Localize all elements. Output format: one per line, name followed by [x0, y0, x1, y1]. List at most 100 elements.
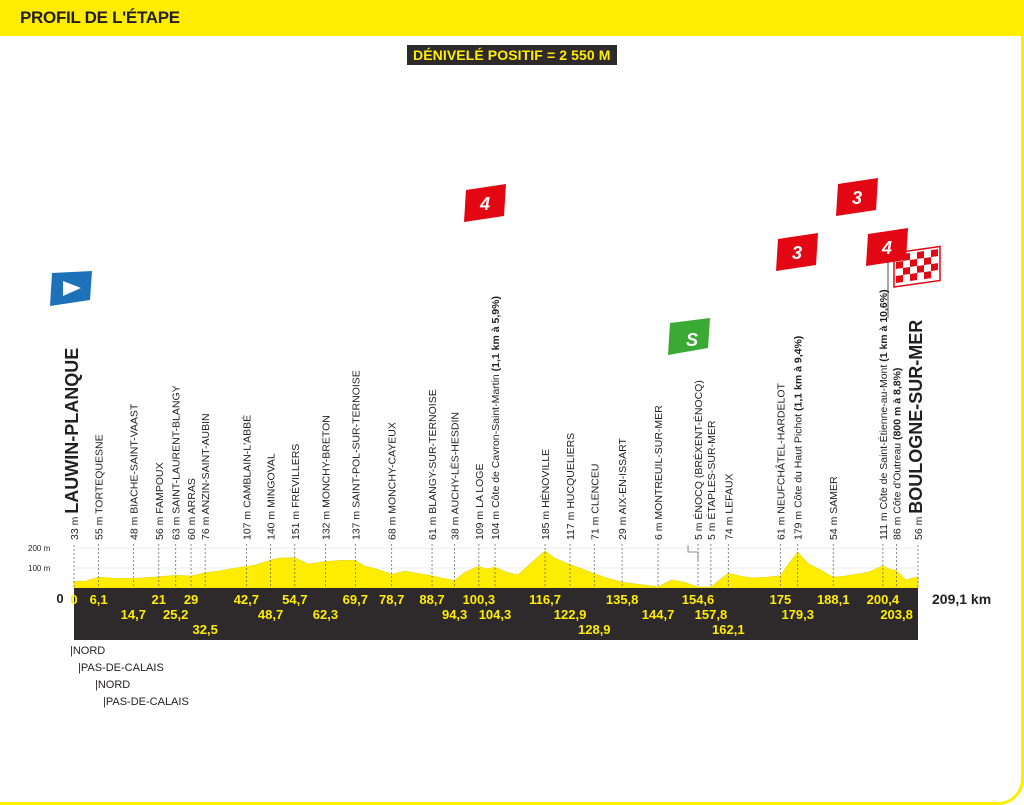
- climb-category-label: 3: [792, 243, 802, 263]
- km-label: 179,3: [781, 607, 814, 622]
- place-name: 86 m Côte d'Outreau: [892, 443, 904, 540]
- place-label: 107 m CAMBLAIN-L'ABBÉ: [240, 415, 253, 540]
- km-label: 42,7: [234, 592, 259, 607]
- place-name: 117 m HUCQUELIERS: [565, 433, 577, 540]
- km-label: 78,7: [379, 592, 404, 607]
- place-label: 179 m Côte du Haut Pichot (1,1 km à 9,4%…: [793, 336, 805, 540]
- km-label: 154,6: [682, 592, 715, 607]
- km-label: 203,8: [880, 607, 913, 622]
- place-name: 71 m CLENCEU: [589, 464, 601, 540]
- checker-square: [931, 256, 938, 265]
- climb-category-label: 4: [881, 238, 892, 258]
- km-label: 14,7: [121, 607, 146, 622]
- place-name: 61 m BLANGY-SUR-TERNOISE: [427, 389, 439, 540]
- place-label: 68 m MONCHY-CAYEUX: [387, 422, 399, 540]
- elevation-profile-area: [73, 550, 919, 589]
- km-label: 104,3: [479, 607, 512, 622]
- place-name: 109 m LA LOGE: [474, 464, 486, 540]
- place-label: 54 m SAMER: [828, 476, 840, 540]
- town-altitude: 33 m: [69, 514, 81, 540]
- place-name: 74 m LEFAUX: [723, 473, 735, 540]
- km-label: 62,3: [313, 607, 338, 622]
- checker-square: [931, 270, 938, 279]
- place-label: 71 m CLENCEU: [589, 464, 601, 540]
- place-label: 55 m TORTEQUESNE: [94, 434, 106, 540]
- place-label: 109 m LA LOGE: [474, 464, 486, 540]
- place-label: 29 m AIX-EN-ISSART: [617, 437, 629, 540]
- place-name: 38 m AUCHY-LÈS-HESDIN: [449, 412, 462, 540]
- elevation-gain-badge: DÉNIVELÉ POSITIF = 2 550 M: [407, 45, 617, 65]
- km-label: 116,7: [529, 592, 561, 607]
- place-name: 63 m SAINT-LAURENT-BLANGY: [171, 385, 183, 540]
- region-label-nord-1: |NORD: [70, 645, 106, 657]
- checker-square: [917, 265, 924, 274]
- climb-category-label: 4: [479, 194, 490, 214]
- place-label: 56 m FAMPOUX: [154, 462, 166, 540]
- km-label: 6,1: [90, 592, 108, 607]
- place-label: 61 m BLANGY-SUR-TERNOISE: [427, 389, 439, 540]
- place-label: 137 m SAINT-POL-SUR-TERNOISE: [350, 370, 362, 540]
- checker-square: [917, 251, 924, 260]
- place-label: 86 m Côte d'Outreau (800 m à 8,8%): [892, 368, 904, 540]
- checker-square: [924, 264, 931, 273]
- place-name: 111 m Côte de Saint-Étienne-au-Mont: [877, 365, 890, 540]
- place-label: 140 m MINGOVAL: [266, 453, 278, 540]
- checker-square: [924, 271, 931, 280]
- place-name: 60 m ARRAS: [186, 478, 198, 540]
- start-arrow-icon: [63, 281, 81, 296]
- checker-square: [931, 263, 938, 272]
- place-label: 185 m HÉNOVILLE: [539, 449, 552, 540]
- y-tick-label: 100 m: [28, 564, 51, 573]
- checker-square: [910, 266, 917, 275]
- place-name: 107 m CAMBLAIN-L'ABBÉ: [240, 415, 253, 540]
- km-label: 94,3: [442, 607, 467, 622]
- climb-cat-3-icon: [836, 178, 878, 216]
- checker-square: [896, 261, 903, 269]
- climb-detail: (800 m à 8,8%): [892, 368, 904, 443]
- km-label: 188,1: [817, 592, 850, 607]
- place-label: 60 m ARRAS: [186, 478, 198, 540]
- finish-flag-border: [893, 245, 941, 288]
- climb-category-label: 3: [852, 188, 862, 208]
- place-label: 111 m Côte de Saint-Étienne-au-Mont (1 k…: [877, 289, 890, 540]
- place-label: 48 m BIACHE-SAINT-VAAST: [128, 403, 140, 540]
- checker-square: [931, 249, 938, 258]
- place-name: 55 m TORTEQUESNE: [94, 434, 106, 540]
- place-name: 56 m FAMPOUX: [154, 462, 166, 540]
- place-name: 132 m MONCHY-BRETON: [320, 415, 332, 540]
- header-bar: PROFIL DE L'ÉTAPE: [0, 0, 1024, 36]
- town-name: LAUWIN-PLANQUE: [62, 348, 82, 514]
- place-label: 117 m HUCQUELIERS: [565, 433, 577, 540]
- place-label: 38 m AUCHY-LÈS-HESDIN: [449, 412, 462, 540]
- km-label: 54,7: [282, 592, 307, 607]
- km-label: 200,4: [867, 592, 900, 607]
- checker-square: [910, 259, 917, 268]
- place-name: 54 m SAMER: [828, 476, 840, 540]
- place-name: 5 m ÉTAPLES-SUR-MER: [705, 420, 718, 540]
- place-label: 76 m ANZIN-SAINT-AUBIN: [200, 413, 212, 540]
- km-label: 100,3: [463, 592, 496, 607]
- checker-square: [910, 273, 917, 282]
- place-label: 151 m FRÉVILLERS: [289, 444, 302, 540]
- distance-bar: [74, 588, 918, 640]
- km-label: 175: [770, 592, 792, 607]
- y-tick-label: 200 m: [28, 544, 51, 553]
- km-label: 135,8: [606, 592, 639, 607]
- place-label: 104 m Côte de Cavron-Saint-Martin (1,1 k…: [490, 296, 502, 540]
- climb-cat-4-icon: [866, 228, 908, 266]
- climb-detail: (1,1 km à 5,9%): [490, 296, 502, 374]
- place-name: 179 m Côte du Haut Pichot: [793, 414, 805, 540]
- place-name: 140 m MINGOVAL: [266, 453, 278, 540]
- climb-detail: (1,1 km à 9,4%): [793, 336, 805, 414]
- km-label: 88,7: [419, 592, 444, 607]
- checker-square: [917, 258, 924, 267]
- place-label: 74 m LEFAUX: [723, 473, 735, 540]
- km-label: 162,1: [712, 622, 745, 637]
- region-label-pas-de-calais-1: |PAS-DE-CALAIS: [78, 662, 164, 674]
- place-label: 5 m ÉTAPLES-SUR-MER: [705, 420, 718, 540]
- place-label: 5 m ÉNOCQ (BRÉXENT-ÉNOCQ): [692, 380, 705, 540]
- place-name: 185 m HÉNOVILLE: [539, 449, 552, 540]
- km-label: 25,2: [163, 607, 188, 622]
- place-name: 29 m AIX-EN-ISSART: [617, 437, 629, 540]
